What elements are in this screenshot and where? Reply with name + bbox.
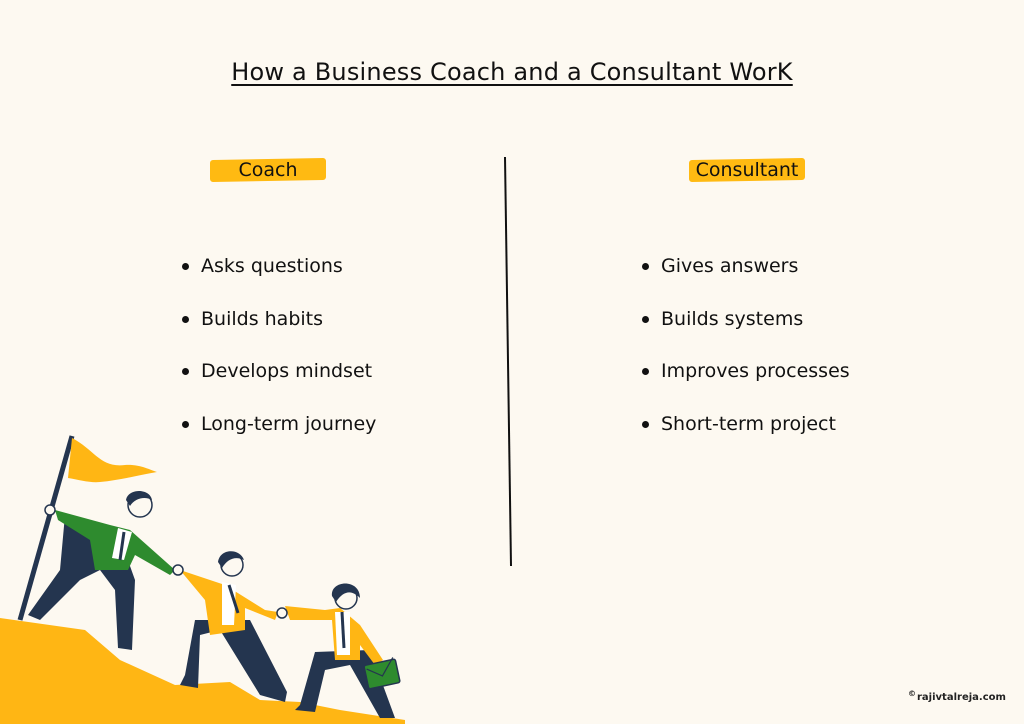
flag-icon [17,435,157,621]
bullet-icon [642,263,649,270]
list-item: Asks questions [182,254,376,307]
copyright-icon: © [908,689,916,698]
list-item-text: Improves processes [661,360,850,383]
list-item: Develops mindset [182,359,376,412]
list-item-text: Long-term journey [201,413,377,436]
briefcase-icon [363,657,401,690]
coach-label: Coach [238,159,298,181]
bullet-icon [182,368,189,376]
middle-figure [172,551,287,702]
consultant-heading: Consultant [689,157,805,183]
title-text: How a Business Coach and a Consultant Wo… [231,58,793,86]
page-title: How a Business Coach and a Consultant Wo… [0,58,1024,86]
consultant-label: Consultant [695,159,799,181]
list-item-text: Builds habits [201,307,324,330]
leader-figure [28,491,175,650]
climbing-team-illustration [0,435,405,724]
list-item-text: Gives answers [661,255,799,277]
third-figure [276,583,395,718]
bullet-icon [642,421,649,429]
consultant-list: Gives answers Builds systems Improves pr… [642,254,850,465]
bullet-icon [182,421,189,429]
hill-shape [0,618,405,724]
list-item: Improves processes [642,359,850,412]
list-item: Builds systems [642,307,850,360]
list-item-text: Asks questions [201,255,343,277]
coach-list: Asks questions Builds habits Develops mi… [182,254,376,465]
coach-heading: Coach [210,157,326,183]
list-item: Gives answers [642,254,850,307]
list-item-text: Builds systems [661,307,804,330]
copyright-notice: ©rajivtalreja.com [908,689,1006,703]
bullet-icon [642,315,649,323]
bullet-icon [642,368,649,376]
site-name: rajivtalreja.com [917,692,1006,703]
list-item: Short-term project [642,412,850,465]
list-item-text: Develops mindset [201,360,373,383]
list-item-text: Short-term project [661,413,836,436]
list-item: Long-term journey [182,412,376,465]
bullet-icon [182,263,189,270]
list-item: Builds habits [182,307,376,360]
bullet-icon [182,315,189,323]
